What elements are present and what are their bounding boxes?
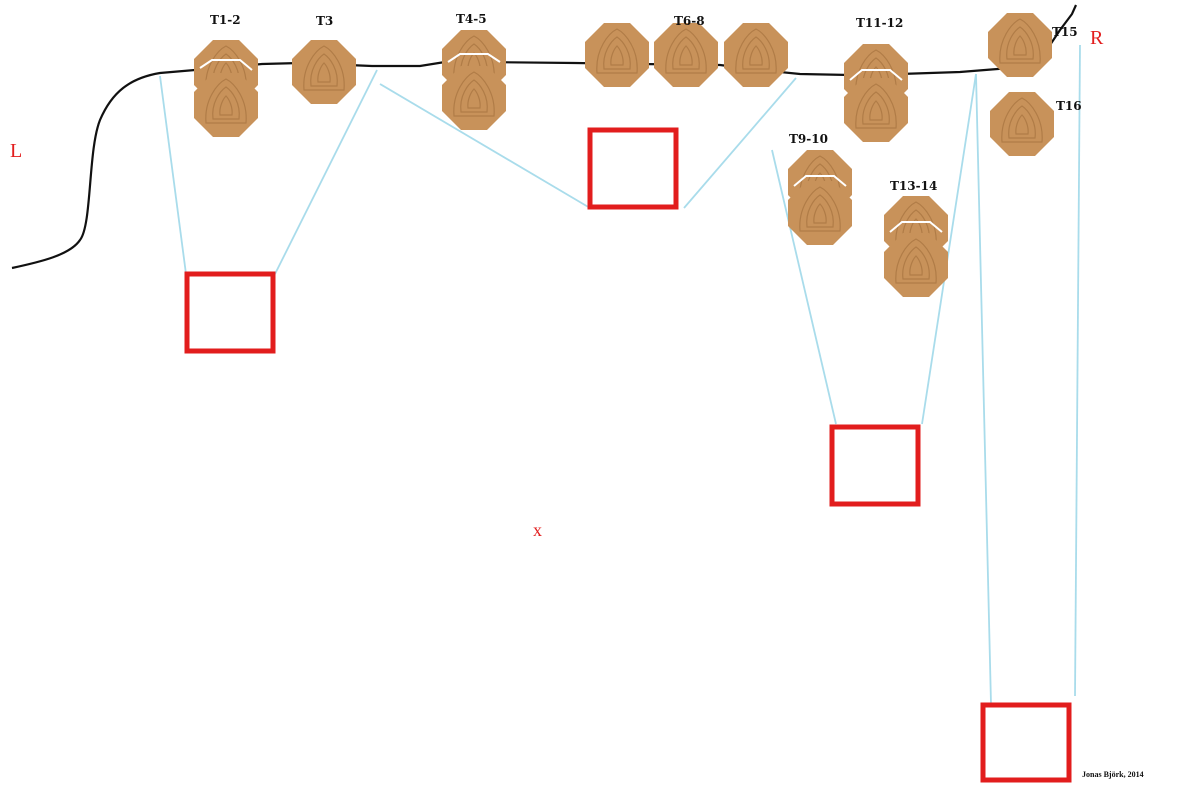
- target-label-t11-12: T11-12: [856, 16, 903, 30]
- target-label-t13-14: T13-14: [890, 179, 937, 193]
- left-side-label: L: [10, 140, 22, 162]
- target-label-t3: T3: [316, 14, 333, 28]
- target-plates: [193, 12, 1055, 298]
- right-side-label: R: [1090, 27, 1104, 49]
- shooting-box-4: [980, 702, 1072, 783]
- target-label-t16: T16: [1056, 99, 1082, 113]
- sight-lines: [159, 44, 1081, 705]
- shooting-box-3: [829, 424, 921, 507]
- plate-overlap-highlights: [199, 53, 943, 233]
- shooting-boxes: [184, 127, 1072, 783]
- shooting-box-1: [184, 271, 276, 354]
- shooter-position-marker: x: [533, 520, 542, 540]
- target-plate-t6: [584, 22, 650, 88]
- target-label-t9-10: T9-10: [789, 132, 828, 146]
- target-plate-t8: [723, 22, 789, 88]
- target-plate-t2: [193, 72, 259, 138]
- target-plate-t16: [989, 91, 1055, 157]
- target-plate-t10: [787, 180, 853, 246]
- target-plate-t3: [291, 39, 357, 105]
- target-label-t15: T15: [1052, 25, 1078, 39]
- target-label-t4-5: T4-5: [456, 12, 487, 26]
- target-plate-t7: [653, 22, 719, 88]
- target-label-t6-8: T6-8: [674, 14, 705, 28]
- shooting-box-2: [587, 127, 679, 210]
- target-plate-t15: [987, 12, 1053, 78]
- target-plate-t14: [883, 232, 949, 298]
- target-label-t1-2: T1-2: [210, 13, 241, 27]
- target-plate-t5: [441, 65, 507, 131]
- target-plate-t12: [843, 77, 909, 143]
- author-credit: Jonas Björk, 2014: [1082, 770, 1144, 779]
